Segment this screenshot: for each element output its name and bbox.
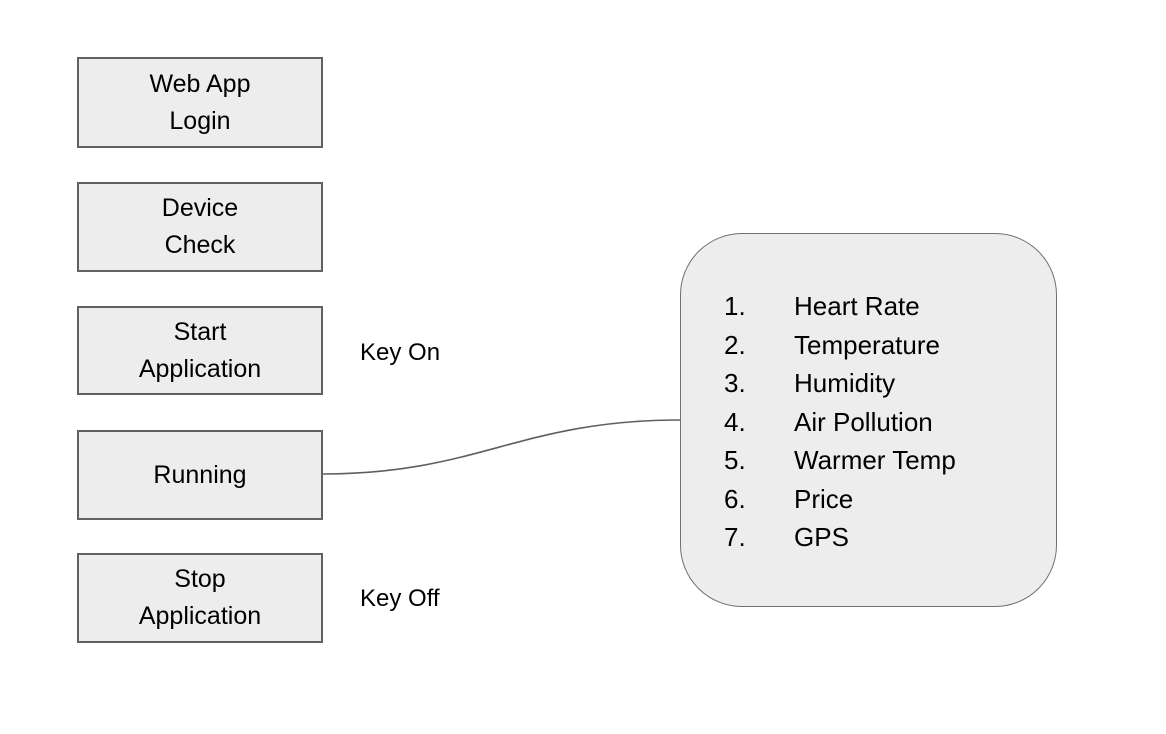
flow-node-label-line: Login — [169, 106, 231, 135]
sensor-item-number: 5. — [724, 445, 746, 475]
sensor-list-item: 5. Warmer Temp — [724, 441, 1046, 480]
flow-node-label-line: Start — [173, 317, 227, 346]
sensor-list-item: 4. Air Pollution — [724, 403, 1046, 442]
sensor-item-label: Air Pollution — [794, 406, 933, 437]
flow-node-stop-application[interactable]: Stop Application — [77, 553, 323, 643]
sensor-item-number: 3. — [724, 368, 746, 398]
sensor-item-number: 4. — [724, 406, 746, 437]
sensor-list-container[interactable]: 1. Heart Rate 2. Temperature 3. Humidity… — [680, 233, 1057, 607]
sensor-list-item: 2. Temperature — [724, 326, 1046, 365]
sensor-item-label: Warmer Temp — [794, 445, 956, 475]
annotation-key-on: Key On — [360, 339, 441, 366]
flow-node-label-line: Application — [138, 354, 262, 383]
annotation-key-off: Key Off — [360, 585, 440, 612]
sensor-item-number: 7. — [724, 522, 746, 552]
sensor-item-number: 6. — [724, 483, 746, 514]
sensor-item-label: Humidity — [794, 368, 896, 398]
flow-node-label-line: Device — [161, 194, 239, 222]
sensor-item-number: 1. — [724, 291, 746, 321]
flow-node-label-line: Web App — [149, 69, 251, 98]
sensor-list-item: 7. GPS — [724, 518, 1046, 557]
flow-node-label-line: Running — [153, 460, 247, 489]
sensor-list-item: 6. Price — [724, 480, 1046, 519]
running-to-sensor-list-connector — [322, 419, 681, 475]
flow-node-start-application[interactable]: Start Application — [77, 306, 323, 395]
flow-node-label-line: Stop — [174, 565, 226, 593]
sensor-list-item: 1. Heart Rate — [724, 287, 1046, 326]
sensor-item-number: 2. — [724, 329, 746, 360]
sensor-list-item: 3. Humidity — [724, 364, 1046, 403]
flow-node-web-app-login[interactable]: Web App Login — [77, 57, 323, 148]
sensor-item-label: GPS — [794, 522, 849, 552]
sensor-item-label: Price — [794, 483, 854, 514]
flow-node-device-check[interactable]: Device Check — [77, 182, 323, 272]
sensor-item-label: Heart Rate — [794, 291, 920, 321]
flow-node-label-line: Check — [164, 231, 236, 259]
flow-node-running[interactable]: Running — [77, 430, 323, 520]
flow-node-label-line: Application — [138, 602, 262, 630]
sensor-list: 1. Heart Rate 2. Temperature 3. Humidity… — [681, 234, 1056, 557]
sensor-item-label: Temperature — [794, 329, 940, 360]
